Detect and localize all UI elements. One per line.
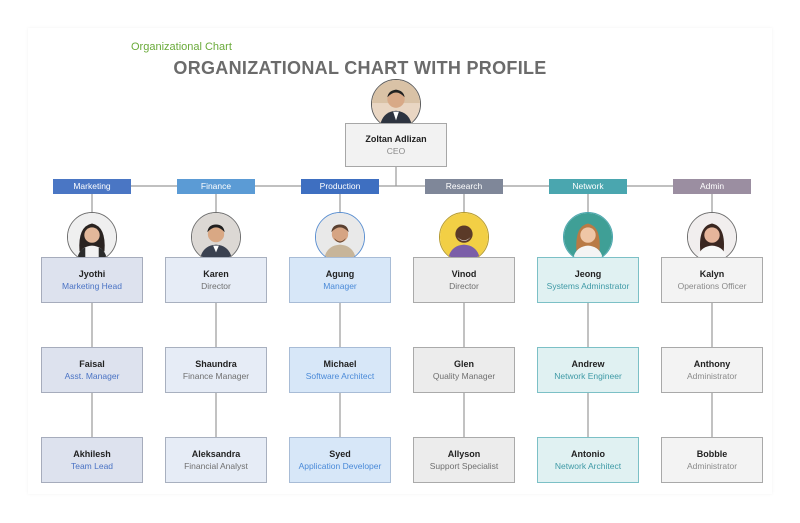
person-box-andrew[interactable]: Andrew Network Engineer bbox=[537, 347, 639, 393]
avatar-karen-icon bbox=[191, 212, 241, 262]
person-box-allyson[interactable]: Allyson Support Specialist bbox=[413, 437, 515, 483]
person-role: Manager bbox=[323, 281, 357, 291]
person-role: Administrator bbox=[686, 371, 738, 381]
person-name: Anthony bbox=[693, 359, 731, 369]
person-role: Support Specialist bbox=[429, 461, 499, 471]
person-box-akhilesh[interactable]: Akhilesh Team Lead bbox=[41, 437, 143, 483]
person-role: Systems Adminstrator bbox=[546, 281, 630, 291]
person-name: Jeong bbox=[574, 269, 602, 279]
ceo-role: CEO bbox=[386, 146, 406, 156]
avatar-kalyn-icon bbox=[687, 212, 737, 262]
person-role: Operations Officer bbox=[677, 281, 747, 291]
person-name: Andrew bbox=[571, 359, 605, 369]
person-box-jyothi[interactable]: Jyothi Marketing Head bbox=[41, 257, 143, 303]
avatar-jeong-icon bbox=[563, 212, 613, 262]
person-name: Michael bbox=[323, 359, 357, 369]
ceo-avatar-icon bbox=[371, 79, 421, 129]
person-role: Finance Manager bbox=[182, 371, 250, 381]
person-role: Team Lead bbox=[70, 461, 114, 471]
person-box-glen[interactable]: Glen Quality Manager bbox=[413, 347, 515, 393]
person-role: Director bbox=[449, 281, 479, 291]
person-box-shaundra[interactable]: Shaundra Finance Manager bbox=[165, 347, 267, 393]
person-role: Application Developer bbox=[298, 461, 382, 471]
person-box-michael[interactable]: Michael Software Architect bbox=[289, 347, 391, 393]
person-role: Network Architect bbox=[554, 461, 622, 471]
person-role: Network Engineer bbox=[554, 371, 622, 381]
person-name: Aleksandra bbox=[191, 449, 241, 459]
person-name: Akhilesh bbox=[73, 449, 111, 459]
person-box-faisal[interactable]: Faisal Asst. Manager bbox=[41, 347, 143, 393]
dept-marketing[interactable]: Marketing bbox=[53, 179, 131, 194]
person-role: Marketing Head bbox=[61, 281, 122, 291]
person-box-jeong[interactable]: Jeong Systems Adminstrator bbox=[537, 257, 639, 303]
dept-production[interactable]: Production bbox=[301, 179, 379, 194]
person-role: Director bbox=[201, 281, 231, 291]
chart-title: ORGANIZATIONAL CHART WITH PROFILE bbox=[173, 58, 547, 78]
person-name: Vinod bbox=[451, 269, 477, 279]
person-name: Kalyn bbox=[699, 269, 725, 279]
person-box-vinod[interactable]: Vinod Director bbox=[413, 257, 515, 303]
avatar-agung-icon bbox=[315, 212, 365, 262]
person-role: Software Architect bbox=[305, 371, 375, 381]
person-box-syed[interactable]: Syed Application Developer bbox=[289, 437, 391, 483]
person-name: Syed bbox=[329, 449, 351, 459]
avatar-jyothi-icon bbox=[67, 212, 117, 262]
chart-subtitle: Organizational Chart bbox=[131, 41, 232, 53]
person-box-antonio[interactable]: Antonio Network Architect bbox=[537, 437, 639, 483]
person-box-karen[interactable]: Karen Director bbox=[165, 257, 267, 303]
dept-admin[interactable]: Admin bbox=[673, 179, 751, 194]
person-name: Jyothi bbox=[78, 269, 106, 279]
ceo-box[interactable]: Zoltan Adlizan CEO bbox=[345, 123, 447, 167]
person-name: Agung bbox=[325, 269, 355, 279]
dept-research[interactable]: Research bbox=[425, 179, 503, 194]
person-role: Financial Analyst bbox=[184, 461, 248, 471]
person-name: Glen bbox=[453, 359, 474, 369]
person-name: Faisal bbox=[79, 359, 105, 369]
avatar-vinod-icon bbox=[439, 212, 489, 262]
dept-finance[interactable]: Finance bbox=[177, 179, 255, 194]
person-role: Asst. Manager bbox=[64, 371, 120, 381]
person-box-agung[interactable]: Agung Manager bbox=[289, 257, 391, 303]
person-box-anthony[interactable]: Anthony Administrator bbox=[661, 347, 763, 393]
person-name: Shaundra bbox=[195, 359, 237, 369]
person-name: Allyson bbox=[447, 449, 481, 459]
person-role: Administrator bbox=[686, 461, 738, 471]
person-role: Quality Manager bbox=[432, 371, 496, 381]
person-box-bobble[interactable]: Bobble Administrator bbox=[661, 437, 763, 483]
ceo-name: Zoltan Adlizan bbox=[365, 134, 427, 144]
person-name: Antonio bbox=[571, 449, 605, 459]
dept-network[interactable]: Network bbox=[549, 179, 627, 194]
person-name: Bobble bbox=[696, 449, 728, 459]
person-box-kalyn[interactable]: Kalyn Operations Officer bbox=[661, 257, 763, 303]
person-name: Karen bbox=[203, 269, 229, 279]
person-box-aleksandra[interactable]: Aleksandra Financial Analyst bbox=[165, 437, 267, 483]
